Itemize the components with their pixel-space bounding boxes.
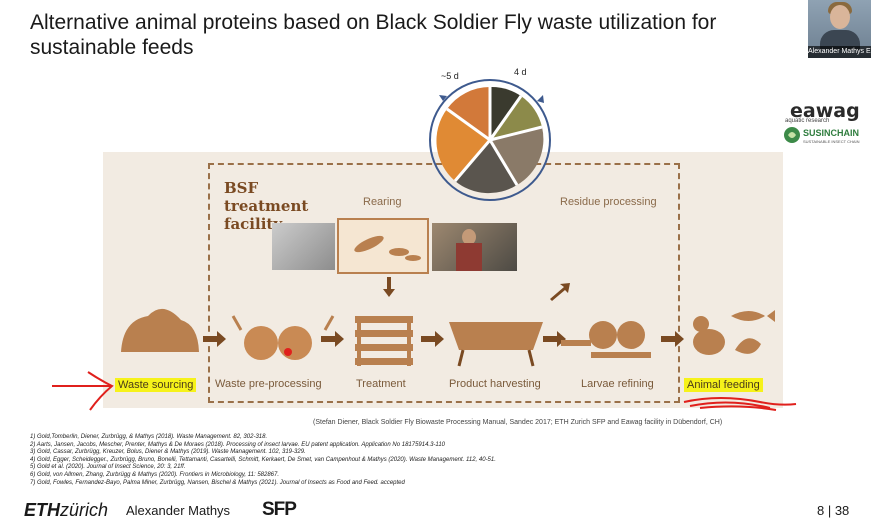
process-icons bbox=[121, 308, 775, 367]
sieve-icon bbox=[449, 322, 543, 367]
reference-item: 3) Gold, Cassar, Zurbrügg, Kreuzer, Bolu… bbox=[30, 449, 306, 456]
larvae-cycle-pie bbox=[429, 79, 551, 201]
refining-rollers-icon bbox=[561, 321, 651, 358]
cycle-label-left: ~5 d bbox=[441, 71, 459, 81]
facility-label: BSF treatment facility bbox=[224, 179, 309, 233]
diagonal-arrow-icon bbox=[550, 283, 570, 301]
rearing-illustration bbox=[337, 218, 429, 274]
step-treatment: Treatment bbox=[356, 378, 406, 390]
arrow-icon bbox=[321, 331, 344, 347]
slide-title: Alternative animal proteins based on Bla… bbox=[30, 11, 717, 59]
step-larvae-refining: Larvae refining bbox=[581, 378, 654, 390]
arrow-icon bbox=[203, 331, 226, 347]
participant-face bbox=[830, 5, 850, 29]
cycle-label-right: 4 d bbox=[514, 67, 527, 77]
arrow-icon bbox=[661, 331, 684, 347]
fly-larvae-icon bbox=[354, 235, 421, 261]
step-animal-feeding: Animal feeding bbox=[684, 378, 763, 392]
shredder-icon bbox=[231, 315, 335, 360]
reference-item: 4) Gold, Egger, Scheidegger., Zurbrügg, … bbox=[30, 456, 496, 463]
eawag-logo-sub: aquatic research bbox=[785, 118, 830, 124]
eth-logo-rest: zürich bbox=[60, 500, 109, 520]
residue-label: Residue processing bbox=[560, 196, 657, 208]
rearing-label: Rearing bbox=[363, 196, 402, 208]
annotation-arrow bbox=[52, 371, 114, 411]
susinchain-logo-sub: SUSTAINABLE INSECT CHAIN bbox=[803, 139, 860, 144]
eth-zurich-logo: ETHzürich bbox=[24, 500, 108, 521]
down-arrow-icon bbox=[383, 277, 395, 297]
arrow-icon bbox=[421, 331, 444, 347]
arrow-icon bbox=[543, 331, 566, 347]
reference-item: 2) Aarts, Jansen, Jacobs, Mescher, Prent… bbox=[30, 441, 445, 448]
annotation-scribble bbox=[683, 397, 797, 411]
reference-item: 5) Gold et al. (2020). Journal of Insect… bbox=[30, 464, 186, 471]
presenter-name: Alexander Mathys bbox=[126, 503, 231, 518]
eawag-logo: eawag bbox=[790, 100, 860, 122]
step-product-harvesting: Product harvesting bbox=[449, 378, 541, 390]
references-list: 1) Gold,Tomberlin, Diener, Zurbrügg, & M… bbox=[30, 434, 496, 487]
process-diagram-panel bbox=[103, 152, 783, 408]
participant-video-tile[interactable]: Alexander Mathys E... bbox=[808, 0, 871, 58]
reference-item: 7) Gold, Fowles, Fernandez-Bayo, Palma M… bbox=[30, 479, 405, 486]
susinchain-logo-mark bbox=[784, 127, 800, 143]
step-waste-sourcing: Waste sourcing bbox=[115, 378, 197, 392]
bags-photo bbox=[272, 223, 335, 270]
image-credit: (Stefan Diener, Black Soldier Fly Biowas… bbox=[313, 419, 723, 426]
eth-logo-bold: ETH bbox=[24, 500, 60, 520]
sfp-logo: SFP bbox=[262, 499, 297, 520]
page-number: 8 | 38 bbox=[817, 503, 850, 518]
waste-pile-icon bbox=[121, 308, 199, 352]
step-waste-pre-processing: Waste pre-processing bbox=[215, 378, 322, 390]
participant-name: Alexander Mathys E... bbox=[808, 46, 871, 58]
susinchain-logo: SUSINCHAIN bbox=[803, 128, 860, 138]
treatment-trays-icon bbox=[355, 316, 413, 366]
reference-item: 6) Gold, von Allmen, Zhang, Zurbrügg & M… bbox=[30, 471, 280, 478]
reference-item: 1) Gold,Tomberlin, Diener, Zurbrügg, & M… bbox=[30, 434, 268, 440]
lab-worker-photo bbox=[432, 223, 517, 271]
animals-icon bbox=[693, 310, 775, 355]
